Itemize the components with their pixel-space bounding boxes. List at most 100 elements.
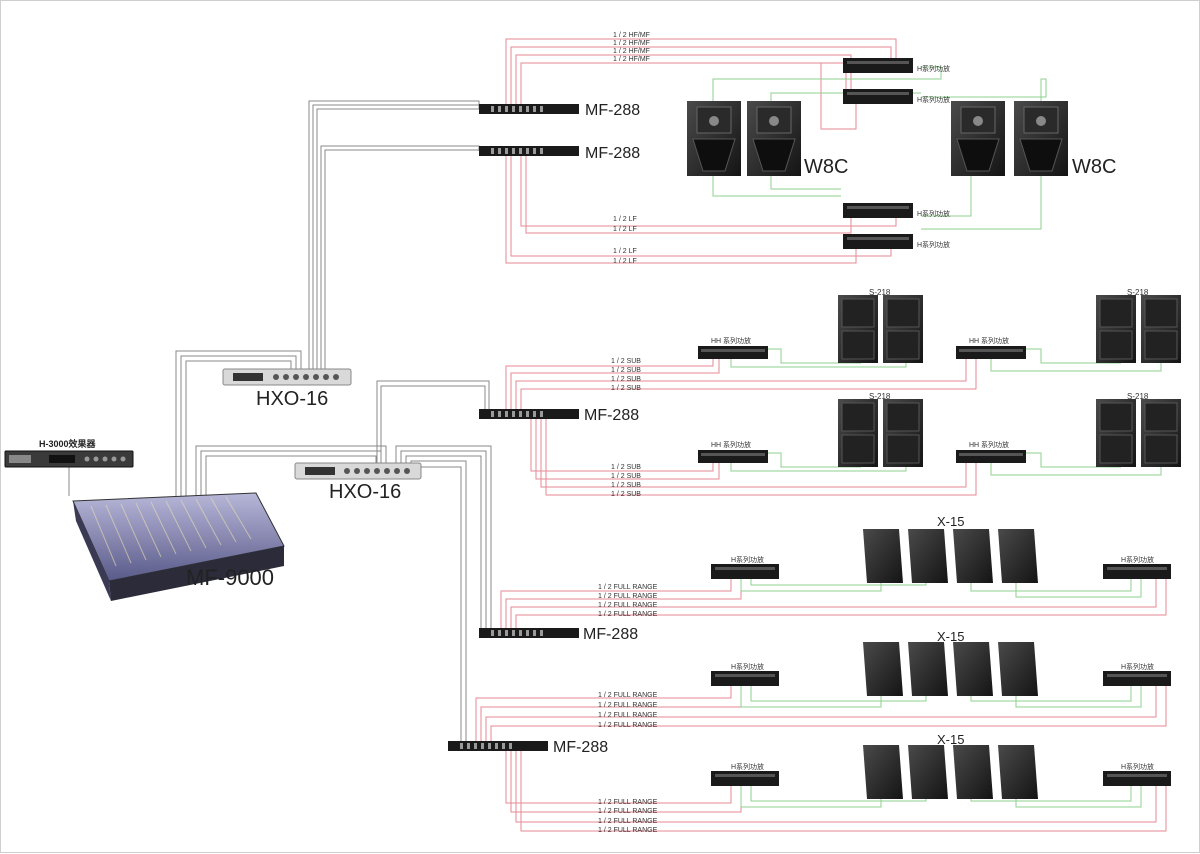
h-series-amplifier: H系列功放	[711, 662, 779, 686]
w8c-section: 1 / 2 HF/MF 1 / 2 HF/MF 1 / 2 HF/MF 1 / …	[479, 32, 1116, 265]
mf288-processor: MF-288	[448, 739, 608, 756]
svg-text:H系列功放: H系列功放	[731, 662, 764, 671]
cable-label-full-range: 1 / 2 FULL RANGE	[598, 611, 658, 618]
mf288-label: MF-288	[584, 407, 639, 424]
cable-label-hf-mf: 1 / 2 HF/MF	[613, 40, 650, 47]
hh-series-amplifier: HH 系列功放	[956, 440, 1026, 463]
svg-text:H系列功放: H系列功放	[917, 209, 950, 218]
s218-speaker	[1096, 295, 1181, 363]
cable-label-hf-mf: 1 / 2 HF/MF	[613, 32, 650, 39]
h-series-amplifier: H系列功放	[1103, 662, 1171, 686]
svg-text:H系列功放: H系列功放	[731, 762, 764, 771]
cable-label-lf: 1 / 2 LF	[613, 216, 637, 223]
x15-speaker-row	[863, 642, 1038, 696]
w8c-speaker	[687, 101, 741, 176]
cable-label-sub: 1 / 2 SUB	[611, 473, 641, 480]
s218-label: S-218	[869, 392, 891, 401]
h3000-effects-unit: H-3000效果器	[4, 438, 134, 468]
svg-text:H系列功放: H系列功放	[1121, 762, 1154, 771]
x15-label: X-15	[937, 732, 964, 747]
cable-label-full-range: 1 / 2 FULL RANGE	[598, 602, 658, 609]
cable-label-sub: 1 / 2 SUB	[611, 464, 641, 471]
h-series-amplifier: H系列功放	[1103, 762, 1171, 786]
cable-label-sub: 1 / 2 SUB	[611, 358, 641, 365]
svg-text:H系列功放: H系列功放	[917, 64, 950, 73]
hxo16-label: HXO-16	[329, 481, 401, 503]
hh-series-amplifier: HH 系列功放	[956, 336, 1026, 359]
s218-speaker	[838, 399, 923, 467]
svg-text:H系列功放: H系列功放	[917, 240, 950, 249]
cable-label-full-range: 1 / 2 FULL RANGE	[598, 722, 658, 729]
s218-label: S-218	[869, 288, 891, 297]
h-series-amplifier: H系列功放	[843, 203, 950, 218]
x15-label: X-15	[937, 629, 964, 644]
s218-label: S-218	[1127, 288, 1149, 297]
s218-section: 1 / 2 SUB 1 / 2 SUB 1 / 2 SUB 1 / 2 SUB …	[479, 288, 1181, 498]
svg-text:H系列功放: H系列功放	[1121, 555, 1154, 564]
cable-label-full-range: 1 / 2 FULL RANGE	[598, 808, 658, 815]
hxo16-crossover: HXO-16	[222, 368, 352, 410]
mf9000-mixing-console: MF-9000	[72, 492, 285, 601]
gray-signal-cables	[68, 100, 492, 741]
mf288-processor: MF-288	[479, 145, 640, 162]
x15-speaker-row	[863, 529, 1038, 583]
cable-label-sub: 1 / 2 SUB	[611, 482, 641, 489]
cable-label-full-range: 1 / 2 FULL RANGE	[598, 593, 658, 600]
w8c-label: W8C	[804, 156, 848, 178]
w8c-speaker	[747, 101, 801, 176]
cable-label-sub: 1 / 2 SUB	[611, 491, 641, 498]
cable-label-full-range: 1 / 2 FULL RANGE	[598, 692, 658, 699]
s218-speaker	[1096, 399, 1181, 467]
hh-series-amplifier: HH 系列功放	[698, 336, 768, 359]
svg-text:H系列功放: H系列功放	[731, 555, 764, 564]
svg-text:HH 系列功放: HH 系列功放	[711, 336, 751, 345]
mf9000-label: MF-9000	[186, 565, 274, 590]
hh-series-amplifier: HH 系列功放	[698, 440, 768, 463]
mf288-label: MF-288	[553, 739, 608, 756]
h-series-amplifier: H系列功放	[843, 89, 950, 104]
svg-text:HH 系列功放: HH 系列功放	[969, 440, 1009, 449]
h-series-amplifier: H系列功放	[843, 234, 950, 249]
s218-label: S-218	[1127, 392, 1149, 401]
svg-text:H系列功放: H系列功放	[1121, 662, 1154, 671]
cable-label-hf-mf: 1 / 2 HF/MF	[613, 48, 650, 55]
cable-label-lf: 1 / 2 LF	[613, 248, 637, 255]
cable-label-sub: 1 / 2 SUB	[611, 376, 641, 383]
h-series-amplifier: H系列功放	[711, 762, 779, 786]
svg-text:HH 系列功放: HH 系列功放	[969, 336, 1009, 345]
w8c-label: W8C	[1072, 156, 1116, 178]
mf288-label: MF-288	[585, 145, 640, 162]
mf288-processor: MF-288	[479, 407, 639, 424]
cable-label-lf: 1 / 2 LF	[613, 226, 637, 233]
x15-speaker-row	[863, 745, 1038, 799]
mf288-processor: MF-288	[479, 626, 638, 643]
mf288-label: MF-288	[585, 102, 640, 119]
hxo16-label: HXO-16	[256, 388, 328, 410]
cable-label-hf-mf: 1 / 2 HF/MF	[613, 56, 650, 63]
s218-speaker	[838, 295, 923, 363]
svg-text:HH 系列功放: HH 系列功放	[711, 440, 751, 449]
cable-label-lf: 1 / 2 LF	[613, 258, 637, 265]
x15-section: 1 / 2 FULL RANGE 1 / 2 FULL RANGE 1 / 2 …	[448, 514, 1171, 834]
mf288-label: MF-288	[583, 626, 638, 643]
x15-label: X-15	[937, 514, 964, 529]
cable-label-full-range: 1 / 2 FULL RANGE	[598, 712, 658, 719]
cable-label-sub: 1 / 2 SUB	[611, 367, 641, 374]
cable-label-full-range: 1 / 2 FULL RANGE	[598, 799, 658, 806]
w8c-speaker	[1014, 101, 1068, 176]
h-series-amplifier: H系列功放	[843, 58, 950, 73]
cable-label-full-range: 1 / 2 FULL RANGE	[598, 818, 658, 825]
hxo16-crossover: HXO-16	[294, 462, 422, 503]
cable-label-full-range: 1 / 2 FULL RANGE	[598, 702, 658, 709]
cable-label-full-range: 1 / 2 FULL RANGE	[598, 827, 658, 834]
h3000-label: H-3000效果器	[39, 438, 97, 449]
mf288-processor: MF-288	[479, 102, 640, 119]
cable-label-sub: 1 / 2 SUB	[611, 385, 641, 392]
h-series-amplifier: H系列功放	[711, 555, 779, 579]
svg-text:H系列功放: H系列功放	[917, 95, 950, 104]
w8c-speaker	[951, 101, 1005, 176]
cable-label-full-range: 1 / 2 FULL RANGE	[598, 584, 658, 591]
h-series-amplifier: H系列功放	[1103, 555, 1171, 579]
